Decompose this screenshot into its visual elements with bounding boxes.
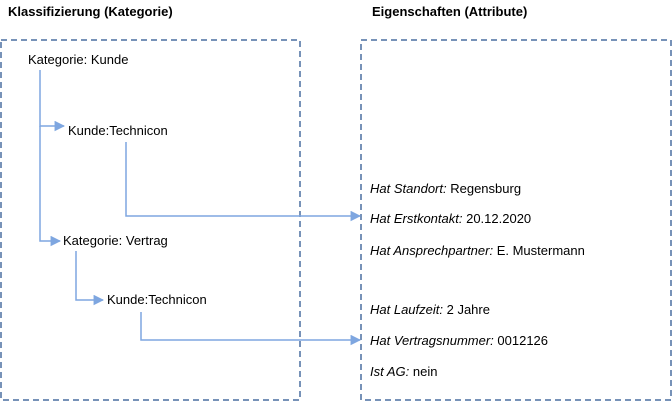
attribute-key: Hat Erstkontakt: [370, 211, 463, 226]
attribute-duration: Hat Laufzeit: 2 Jahre [370, 302, 490, 318]
edge-contract-to-customer [75, 251, 105, 306]
edge-contract-customer-to-attributes [140, 312, 362, 346]
attribute-first-contact: Hat Erstkontakt: 20.12.2020 [370, 211, 531, 227]
attribute-value: nein [409, 364, 438, 379]
attribute-value: 2 Jahre [443, 302, 490, 317]
node-category-contract: Kategorie: Vertrag [63, 233, 168, 248]
edge-category-to-customer [39, 70, 66, 132]
properties-heading: Eigenschaften (Attribute) [372, 4, 528, 19]
edge-category-to-contract [39, 126, 62, 247]
attribute-value: 0012126 [493, 333, 549, 348]
attribute-key: Ist AG: [370, 364, 410, 379]
attribute-contact-person: Hat Ansprechpartner: E. Mustermann [370, 243, 585, 259]
node-customer-technicon-2: Kunde:Technicon [107, 292, 207, 307]
attribute-is-ag: Ist AG: nein [370, 364, 437, 380]
attribute-key: Hat Laufzeit: [370, 302, 443, 317]
attribute-value: Regensburg [446, 181, 522, 196]
classification-heading: Klassifizierung (Kategorie) [8, 4, 173, 19]
edge-customer-to-attributes [125, 142, 362, 222]
attribute-location: Hat Standort: Regensburg [370, 181, 521, 197]
attribute-key: Hat Ansprechpartner: [370, 243, 494, 258]
node-customer-technicon-1: Kunde:Technicon [68, 123, 168, 138]
attribute-value: E. Mustermann [493, 243, 585, 258]
node-category-customer: Kategorie: Kunde [28, 52, 129, 67]
attribute-key: Hat Vertragsnummer: [370, 333, 494, 348]
attribute-key: Hat Standort: [370, 181, 447, 196]
classification-box [0, 39, 301, 401]
attribute-value: 20.12.2020 [462, 211, 532, 226]
attribute-contract-number: Hat Vertragsnummer: 0012126 [370, 333, 548, 349]
